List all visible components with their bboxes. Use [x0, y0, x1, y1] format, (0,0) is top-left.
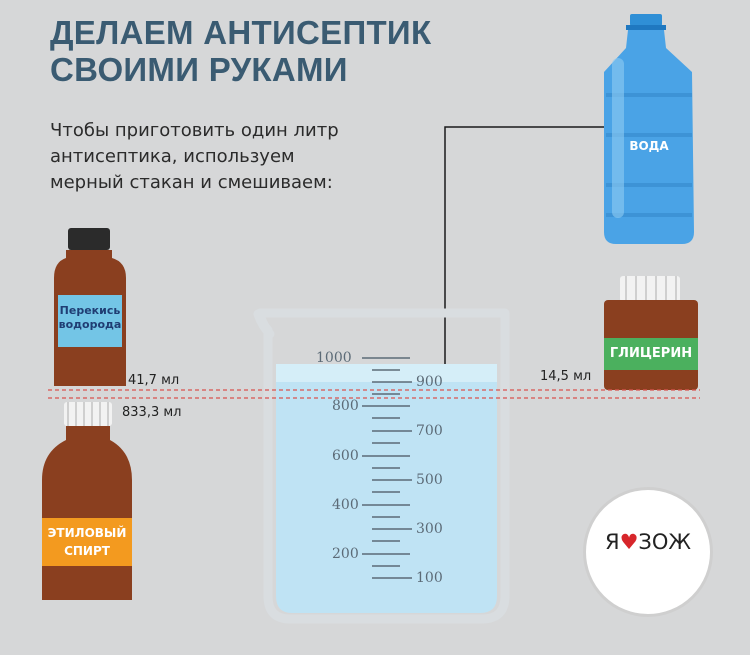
- logo-zozh: ЗОЖ: [638, 530, 692, 554]
- scale-700: 700: [416, 423, 443, 439]
- scale-500: 500: [416, 472, 443, 488]
- title-line-2: СВОИМИ РУКАМИ: [50, 51, 348, 88]
- scale-900: 900: [416, 374, 443, 390]
- glycerin-bottle-icon: [604, 276, 698, 390]
- beaker-scale-ticks: [362, 357, 412, 579]
- scale-300: 300: [416, 521, 443, 537]
- peroxide-amount: 41,7 мл: [128, 373, 180, 388]
- peroxide-label-line-1: Перекись: [59, 304, 121, 317]
- scale-600: 600: [332, 448, 359, 464]
- logo-ya: Я: [604, 530, 620, 554]
- ya-zozh-logo: Я♥ЗОЖ: [583, 487, 713, 617]
- page-title: ДЕЛАЕМ АНТИСЕПТИК СВОИМИ РУКАМИ: [50, 14, 431, 88]
- water-pointer-line: [444, 126, 604, 367]
- title-line-1: ДЕЛАЕМ АНТИСЕПТИК: [50, 14, 432, 51]
- peroxide-label-line-2: водорода: [58, 318, 122, 331]
- peroxide-label: Перекись водорода: [58, 304, 122, 332]
- water-bottle-icon: [604, 14, 694, 244]
- intro-line-3: мерный стакан и смешиваем:: [50, 172, 333, 193]
- alcohol-label: ЭТИЛОВЫЙ СПИРТ: [42, 524, 132, 560]
- intro-line-2: антисептика, используем: [50, 146, 295, 167]
- alcohol-label-line-1: ЭТИЛОВЫЙ: [47, 526, 127, 540]
- scale-800: 800: [332, 398, 359, 414]
- peroxide-bottle-icon: [54, 228, 126, 386]
- measuring-beaker-icon: [253, 308, 510, 624]
- glycerin-label: ГЛИЦЕРИН: [609, 346, 693, 361]
- intro-line-1: Чтобы приготовить один литр: [50, 120, 339, 141]
- alcohol-amount: 833,3 мл: [122, 405, 182, 420]
- intro-text: Чтобы приготовить один литр антисептика,…: [50, 118, 339, 196]
- scale-100: 100: [416, 570, 443, 586]
- alcohol-label-line-2: СПИРТ: [64, 544, 110, 558]
- scale-400: 400: [332, 497, 359, 513]
- alcohol-bottle-icon: [42, 402, 132, 600]
- glycerin-amount: 14,5 мл: [540, 369, 592, 384]
- heart-icon: ♥: [619, 530, 639, 554]
- scale-200: 200: [332, 546, 359, 562]
- water-label: ВОДА: [629, 139, 669, 153]
- scale-1000: 1000: [316, 350, 352, 366]
